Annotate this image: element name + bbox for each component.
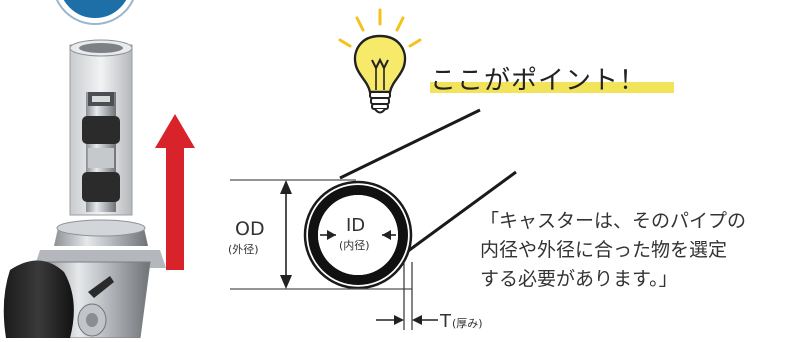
lightbulb-icon [338,8,422,114]
id-label: ID [346,215,366,236]
t-sublabel: (厚み) [452,317,483,330]
quote-line-3: する必要があります。」 [480,268,678,290]
id-dimension [320,230,396,240]
t-label: T [440,311,451,332]
od-sublabel: (外径) [228,243,259,256]
quote-line-2: 内径や外径に合った物を選定 [480,239,728,261]
od-label: OD [235,218,265,240]
point-title: ここがポイント！ [430,66,647,96]
t-dimension [376,262,438,330]
id-sublabel: (内径) [339,239,370,252]
up-arrow-icon [155,114,195,270]
quote-line-1: 「キャスターは、そのパイプの [480,210,747,232]
caster-illustration [3,39,166,339]
step-badge [55,0,135,25]
title-highlight [430,82,674,93]
od-dimension [230,179,412,290]
pipe-cross-section [303,108,517,290]
